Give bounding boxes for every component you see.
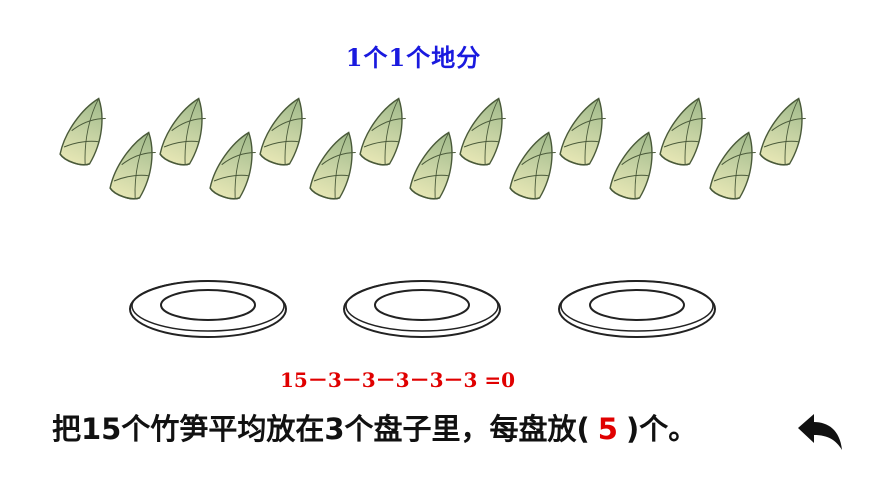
bamboo-shoot-icon	[359, 97, 406, 166]
page-title: 1个1个地分	[345, 43, 482, 72]
bamboo-shoot-icon	[459, 97, 506, 166]
subtraction-equation: 15－3－3－3－3－3 =0	[280, 368, 516, 392]
bamboo-shoot-icon	[759, 97, 806, 166]
question-suffix: )个。	[625, 412, 698, 446]
bamboo-shoot-icon	[559, 97, 606, 166]
bamboo-shoot-icon	[409, 131, 456, 200]
bamboo-shoot-icon	[509, 131, 556, 200]
plate-2	[343, 280, 501, 338]
bamboo-shoot-icon	[709, 131, 756, 200]
plate-1	[129, 280, 287, 338]
question-sentence: 把15个竹笋平均放在3个盘子里，每盘放(5)个。	[52, 406, 697, 448]
bamboo-shoot-icon	[109, 131, 156, 200]
bamboo-shoots-row	[59, 97, 806, 200]
answer-value: 5	[597, 412, 618, 446]
bamboo-shoot-icon	[259, 97, 306, 166]
bamboo-shoot-icon	[309, 131, 356, 200]
plate-3	[558, 280, 716, 338]
bamboo-shoot-icon	[159, 97, 206, 166]
question-prefix: 把15个竹笋平均放在3个盘子里，每盘放(	[52, 412, 590, 446]
back-arrow-icon[interactable]	[794, 410, 846, 454]
bamboo-shoot-icon	[209, 131, 256, 200]
bamboo-shoot-icon	[659, 97, 706, 166]
bamboo-shoot-icon	[609, 131, 656, 200]
bamboo-shoot-icon	[59, 97, 106, 166]
